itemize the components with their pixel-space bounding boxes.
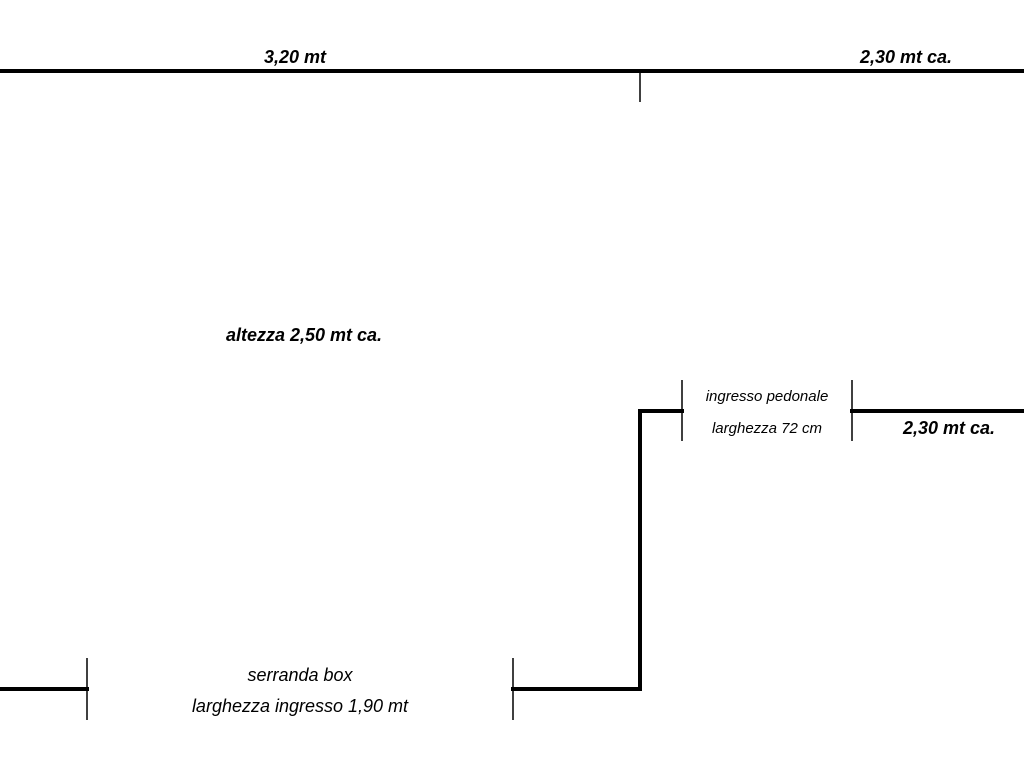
pedestrian-entrance-width: larghezza 72 cm xyxy=(712,420,822,437)
garage-door-title: serranda box xyxy=(247,665,353,685)
right-step-width-label: 2,30 mt ca. xyxy=(902,418,995,438)
height-label: altezza 2,50 mt ca. xyxy=(226,325,382,345)
pedestrian-entrance-title: ingresso pedonale xyxy=(706,388,829,405)
top-left-width-label: 3,20 mt xyxy=(264,47,327,67)
garage-door-width: larghezza ingresso 1,90 mt xyxy=(192,696,409,716)
stepped-wall xyxy=(511,409,684,691)
top-right-width-label: 2,30 mt ca. xyxy=(859,47,952,67)
